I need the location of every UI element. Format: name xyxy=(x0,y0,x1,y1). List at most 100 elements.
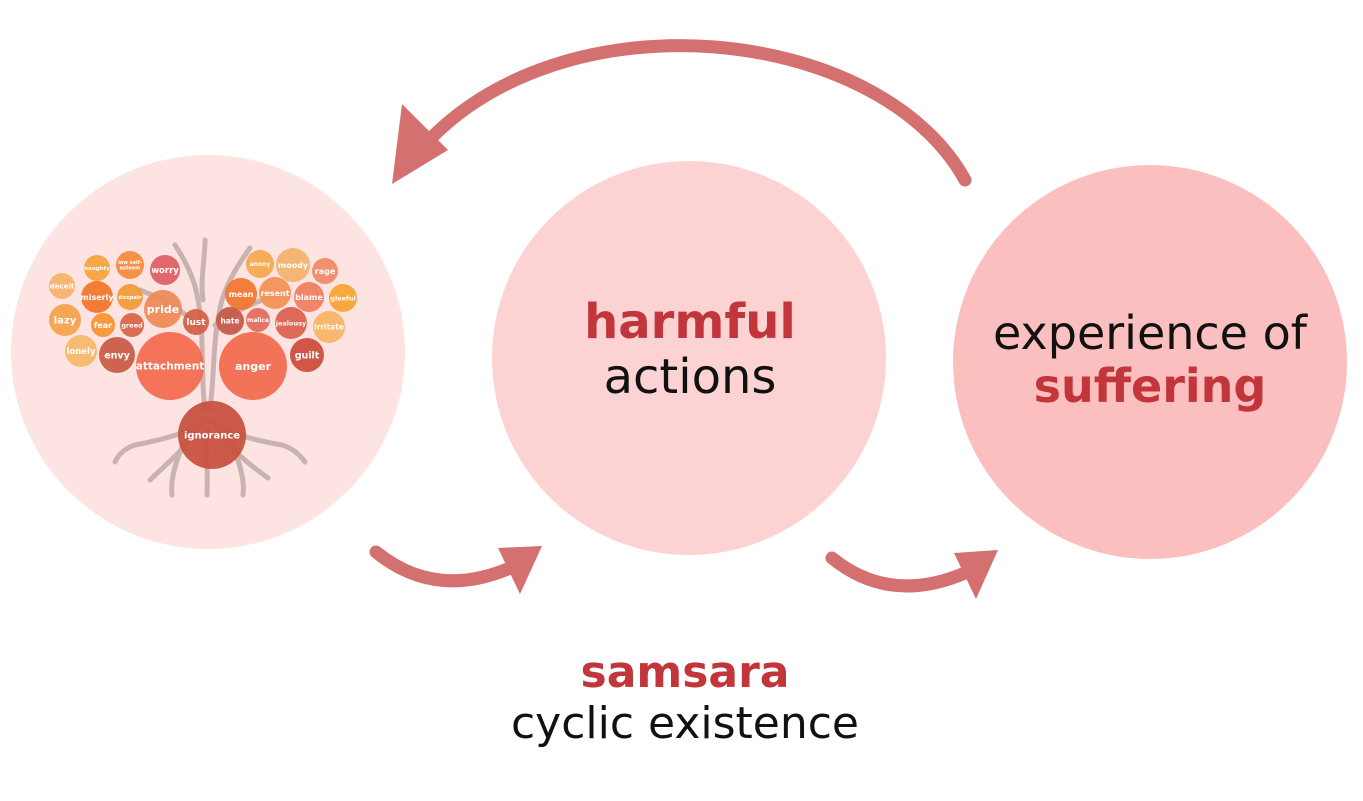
emotion-bubble-circle xyxy=(49,273,75,299)
arrow-middle-to-right-head xyxy=(954,550,998,599)
emotion-bubble-circle xyxy=(117,284,143,310)
emotion-bubble-circle xyxy=(329,284,357,312)
emotion-bubble-label: lonely xyxy=(66,347,95,357)
caption-subtitle: cyclic existence xyxy=(510,697,859,749)
middle-line1: harmful xyxy=(584,294,796,350)
emotion-bubble: worry xyxy=(150,255,180,285)
emotion-bubble-label: worry xyxy=(151,266,179,276)
emotion-bubble: lonely xyxy=(65,335,97,367)
emotion-bubble-label: irritate xyxy=(314,323,344,332)
arrow-return-head xyxy=(392,104,448,184)
emotion-bubble: mean xyxy=(225,278,257,310)
emotion-bubble: lust xyxy=(183,309,209,335)
emotion-bubble: gleeful xyxy=(329,284,357,312)
emotion-bubble-circle xyxy=(120,313,144,337)
arrow-left-to-middle-head xyxy=(498,546,542,594)
emotion-bubble: guilt xyxy=(290,338,324,372)
emotion-bubble-circle xyxy=(312,258,338,284)
emotion-bubble-label: deceit xyxy=(50,282,75,290)
tree-branch xyxy=(207,245,253,413)
right-circle-text: experience of suffering xyxy=(975,307,1325,413)
emotion-bubble: hate xyxy=(216,307,244,335)
emotion-bubble: despair xyxy=(117,284,143,310)
emotion-bubble: low self-esteem xyxy=(116,251,144,279)
emotion-bubble: ignorance xyxy=(178,401,246,469)
emotion-bubble-circle xyxy=(246,250,274,278)
emotion-bubble-circle xyxy=(259,277,291,309)
emotion-bubble-circle xyxy=(216,307,244,335)
emotion-bubble-circle xyxy=(276,248,310,282)
emotion-bubble-circle xyxy=(219,332,287,400)
emotion-bubble-label: lust xyxy=(186,318,206,328)
caption-title: samsara xyxy=(580,647,790,698)
emotion-bubble-label: mean xyxy=(229,290,254,299)
emotion-bubble-label: despair xyxy=(118,295,141,301)
right-line2: suffering xyxy=(1033,358,1267,413)
emotion-bubble-label: esteem xyxy=(120,266,141,272)
emotion-bubble-circle xyxy=(246,308,270,332)
emotion-bubble: haughty xyxy=(84,255,110,281)
emotion-bubble-label: guilt xyxy=(295,350,320,361)
circle-afflictions xyxy=(11,155,405,549)
caption: samsara cyclic existence xyxy=(440,647,930,749)
emotion-bubble-circle xyxy=(84,255,110,281)
emotion-bubble-circle xyxy=(49,304,81,336)
arrow-left-to-middle xyxy=(369,545,517,588)
emotion-bubble-label: low self- xyxy=(118,260,142,266)
emotion-bubble: lazy xyxy=(49,304,81,336)
emotion-bubble: greed xyxy=(120,313,144,337)
emotion-bubble-label: rage xyxy=(315,267,336,276)
circle-harmful-actions xyxy=(492,161,886,555)
emotion-bubble-circle xyxy=(65,335,97,367)
emotion-bubble-circle xyxy=(81,281,113,313)
emotion-bubble: envy xyxy=(99,337,135,373)
emotion-bubble-circle xyxy=(150,255,180,285)
emotion-bubble-label: moody xyxy=(278,261,309,270)
emotion-bubble: deceit xyxy=(49,273,75,299)
emotion-bubble: annoy xyxy=(246,250,274,278)
emotion-bubble: rage xyxy=(312,258,338,284)
middle-circle-text: harmful actions xyxy=(540,294,840,406)
cycle-arrows xyxy=(369,39,998,599)
emotion-bubble: resent xyxy=(259,277,291,309)
middle-line2: actions xyxy=(603,349,777,406)
emotion-bubble-label: annoy xyxy=(250,261,271,268)
emotion-bubble-circle xyxy=(294,282,324,312)
arrow-middle-to-right xyxy=(825,551,972,593)
emotion-bubble: miserly xyxy=(80,281,114,313)
emotion-bubble: pride xyxy=(144,290,182,328)
emotion-bubble: irritate xyxy=(313,311,345,343)
emotion-bubble-label: pride xyxy=(147,303,179,316)
emotion-bubble-label: gleeful xyxy=(330,294,355,302)
emotion-bubble: moody xyxy=(276,248,310,282)
emotion-bubble: blame xyxy=(294,282,324,312)
arrow-return xyxy=(413,39,972,187)
emotion-bubble-circle xyxy=(116,251,144,279)
emotion-bubble: anger xyxy=(219,332,287,400)
emotion-bubble-label: hate xyxy=(220,317,239,326)
emotion-bubbles: haughty low self-esteem worry deceit miserly… xyxy=(49,248,357,469)
emotion-bubble-circle xyxy=(313,311,345,343)
tree-branch xyxy=(172,242,208,413)
tree-branch xyxy=(199,237,208,303)
emotion-bubble-circle xyxy=(225,278,257,310)
emotion-bubble-circle xyxy=(290,338,324,372)
emotion-bubble-label: ignorance xyxy=(184,431,240,442)
emotion-bubble-circle xyxy=(183,309,209,335)
emotion-bubble-circle xyxy=(275,307,307,339)
emotion-bubble-circle xyxy=(144,290,182,328)
emotion-bubble: fear xyxy=(91,313,115,337)
emotion-bubble: malice xyxy=(246,308,270,332)
emotion-bubble: attachment xyxy=(136,332,204,400)
emotion-bubble-label: haughty xyxy=(84,266,110,272)
emotion-bubble-label: resent xyxy=(260,289,289,298)
emotion-bubble-label: attachment xyxy=(136,361,204,373)
emotion-bubble: jealousy xyxy=(275,307,307,339)
right-line1: experience of xyxy=(993,306,1307,360)
emotion-bubble-label: anger xyxy=(235,360,272,373)
emotion-bubble-label: malice xyxy=(247,317,269,324)
emotion-bubble-label: envy xyxy=(104,350,130,361)
emotion-bubble-label: greed xyxy=(121,321,143,329)
emotion-bubble-circle xyxy=(136,332,204,400)
